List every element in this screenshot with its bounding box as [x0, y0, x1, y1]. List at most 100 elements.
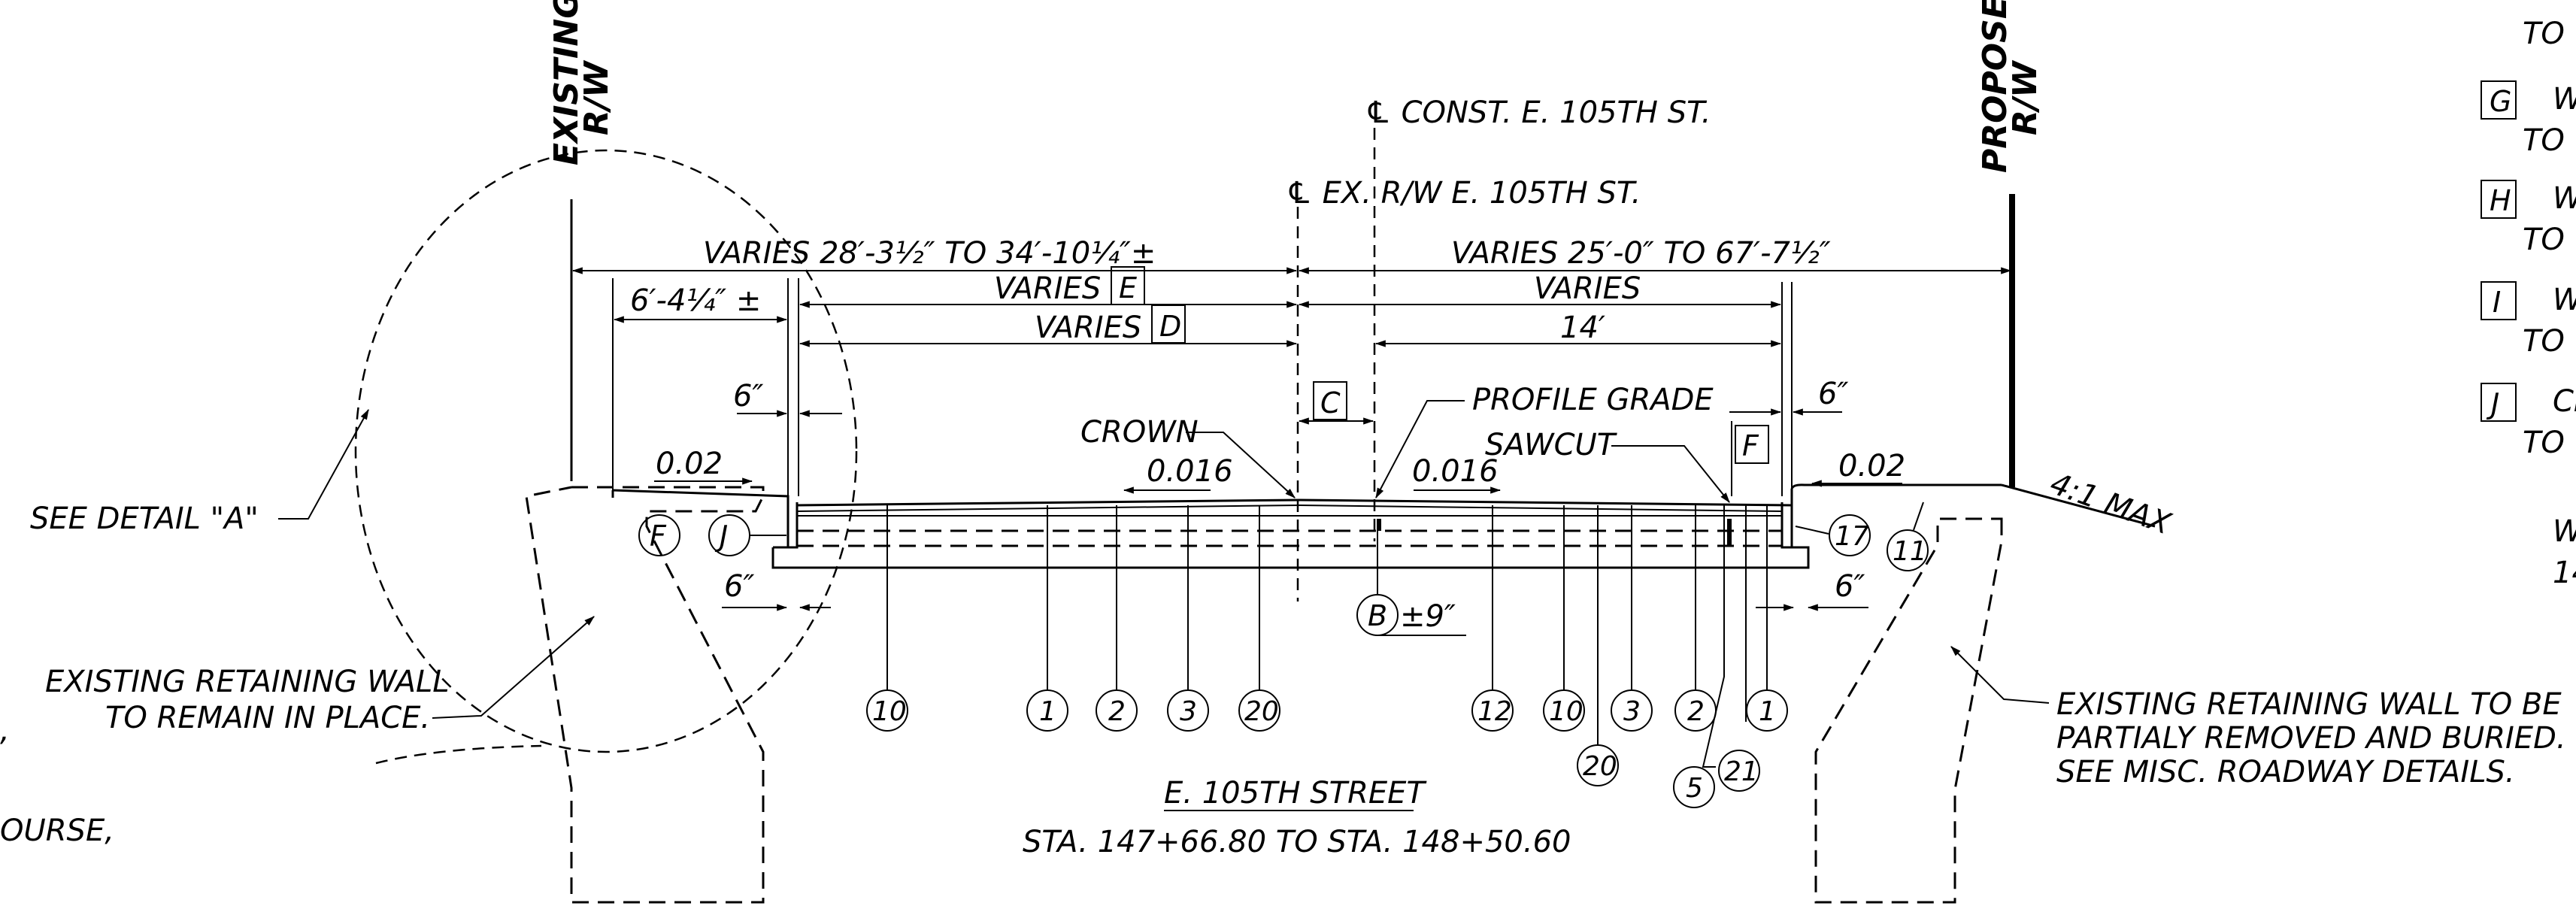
svg-text:0.02: 0.02: [1838, 449, 1905, 483]
see-detail-leader: [278, 408, 369, 520]
station-range: STA. 147+66.80 TO STA. 148+50.60: [1023, 825, 1571, 859]
svg-text:CH: CH: [2553, 384, 2576, 419]
dashed-ground-line: [375, 744, 542, 765]
callout-right-17: 17: [1795, 514, 1871, 556]
varies-right-dim-text: VARIES: [1534, 271, 1641, 306]
svg-text:EXISTING: EXISTING: [547, 0, 586, 165]
callout-right-1: 1: [1746, 505, 1788, 732]
svg-text:TO: TO: [2523, 426, 2565, 460]
svg-text:10: 10: [872, 696, 907, 727]
callout-left-1: 1: [1026, 505, 1068, 732]
svg-text:6″: 6″: [1835, 569, 1865, 604]
const-centerline-label: ℄ CONST. E. 105TH ST.: [1365, 95, 1711, 130]
svg-text:17: 17: [1835, 521, 1869, 552]
svg-text:TO: TO: [2523, 223, 2565, 257]
left-wall-leader: [432, 616, 595, 719]
svg-text:R/W: R/W: [2006, 59, 2044, 135]
callout-right-21: 21: [1718, 505, 1760, 792]
svg-text:C: C: [1320, 386, 1341, 420]
left-retaining-wall: [525, 486, 765, 904]
svg-text:J: J: [714, 520, 728, 553]
svg-text:2: 2: [1108, 696, 1126, 727]
callout-right-20: 20: [1577, 505, 1619, 786]
see-detail-a-label: SEE DETAIL "A": [30, 501, 259, 536]
slope-line: [2001, 483, 2156, 528]
svg-text:PROPOSED: PROPOSED: [1976, 0, 2014, 173]
svg-text:R/W: R/W: [577, 59, 616, 135]
left-edge-fragment: OURSE,: [0, 814, 114, 848]
callout-right-5: 5: [1673, 505, 1725, 808]
left-overall-dim-text: VARIES 28′-3½″ TO 34′-10¼″±: [703, 236, 1156, 271]
svg-text:5: 5: [1686, 773, 1703, 804]
callout-left-2: 2: [1096, 505, 1138, 732]
profile-grade-leader: [1375, 400, 1465, 499]
varies-e-label: VARIES E: [994, 266, 1145, 306]
callout-right-10: 10: [1543, 505, 1585, 732]
left-edge-fragment: ,: [0, 714, 10, 748]
svg-text:21: 21: [1724, 756, 1759, 787]
svg-text:2: 2: [1687, 696, 1705, 727]
six-inch-bottom-left: 6″: [722, 569, 831, 611]
svg-text:WI: WI: [2553, 283, 2576, 317]
slope-left-shoulder: 0.02: [654, 447, 753, 485]
left-offset-dim-text: 6′-4¼″ ±: [630, 283, 761, 318]
svg-text:EXISTING RETAINING WALL TO BE: EXISTING RETAINING WALL TO BE: [2056, 687, 2562, 722]
crown-label: CROWN: [1080, 415, 1199, 450]
varies-d-label: VARIES D: [1035, 305, 1186, 345]
callout-left-10: 10: [866, 505, 908, 732]
svg-text:6″: 6″: [724, 569, 754, 604]
six-inch-right-text: 6″: [1818, 377, 1848, 411]
svg-text:H: H: [2490, 184, 2511, 217]
six-inch-bottom-right: 6″: [1756, 569, 1868, 611]
six-inch-left-text: 6″: [733, 379, 763, 414]
svg-text:20: 20: [1244, 696, 1279, 727]
svg-text:0.016: 0.016: [1412, 454, 1499, 489]
svg-text:±9″: ±9″: [1400, 599, 1456, 634]
svg-text:3: 3: [1180, 696, 1197, 727]
svg-text:11: 11: [1893, 536, 1927, 567]
callout-left-3: 3: [1167, 505, 1209, 732]
svg-text:10: 10: [1549, 696, 1583, 727]
svg-text:TO REMAIN IN PLACE.: TO REMAIN IN PLACE.: [105, 701, 430, 735]
svg-text:SEE MISC. ROADWAY DETAILS.: SEE MISC. ROADWAY DETAILS.: [2056, 755, 2515, 789]
right-overall-dim-text: VARIES 25′-0″ TO 67′-7½″: [1451, 236, 1831, 271]
legend-item-h: H WI TO: [2481, 180, 2576, 257]
svg-text:1: 1: [1039, 696, 1056, 727]
svg-text:TO: TO: [2523, 123, 2565, 158]
svg-text:J: J: [2486, 387, 2499, 420]
svg-text:G: G: [2490, 85, 2511, 118]
svg-text:3: 3: [1623, 696, 1641, 727]
profile-grade-label: PROFILE GRADE: [1472, 383, 1714, 417]
circled-tag-f: F: [638, 514, 680, 556]
f-tag-boxed: F: [1735, 425, 1769, 464]
lane-14-dim-text: 14′: [1560, 311, 1605, 345]
svg-text:1: 1: [1759, 696, 1776, 727]
svg-text:WI: WI: [2553, 514, 2576, 549]
svg-text:14: 14: [2553, 556, 2576, 590]
svg-text:F: F: [1742, 429, 1759, 462]
svg-text:20: 20: [1583, 751, 1617, 782]
svg-text:0.02: 0.02: [656, 447, 723, 481]
svg-text:PARTIALY REMOVED AND BURIED.: PARTIALY REMOVED AND BURIED.: [2056, 721, 2566, 756]
svg-text:B: B: [1368, 599, 1387, 632]
ex-rw-centerline-label: ℄ EX. R/W E. 105TH ST.: [1286, 176, 1641, 211]
legend-item-g: G WI TO: [2481, 80, 2576, 158]
proposed-rw-label: PROPOSED R/W: [1976, 0, 2044, 173]
callout-right-11: 11: [1887, 501, 1929, 571]
svg-text:WI: WI: [2553, 181, 2576, 216]
svg-text:F: F: [650, 520, 667, 553]
callout-right-3: 3: [1611, 505, 1653, 732]
right-wall-leader: [1950, 646, 2050, 704]
legend-item-i: I WI TO: [2481, 281, 2576, 359]
svg-text:TO: TO: [2523, 17, 2565, 51]
existing-rw-label: EXISTING R/W: [547, 0, 616, 165]
svg-text:VARIES: VARIES: [1035, 311, 1141, 345]
right-wall-note: EXISTING RETAINING WALL TO BE PARTIALY R…: [2056, 687, 2566, 789]
svg-text:12: 12: [1477, 696, 1512, 727]
svg-text:D: D: [1159, 310, 1181, 343]
slope-right-shoulder: 0.02: [1811, 449, 1905, 487]
callout-left-20: 20: [1238, 505, 1280, 732]
callout-right-12: 12: [1471, 505, 1514, 732]
slope-max-label: 4:1 MAX: [2046, 466, 2177, 542]
